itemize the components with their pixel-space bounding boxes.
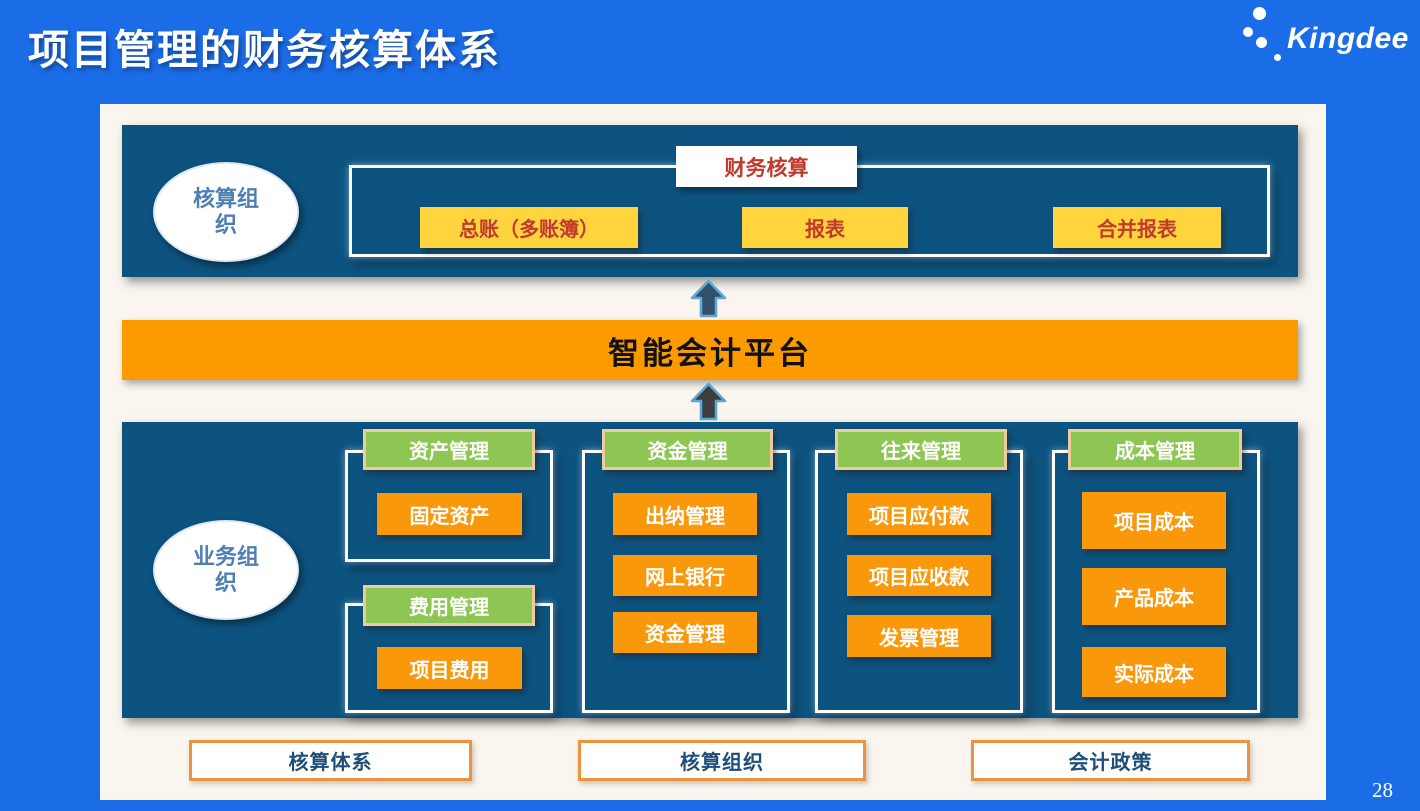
actual-cost-box: 实际成本	[1082, 647, 1226, 697]
accounting-policy-box: 会计政策	[971, 740, 1250, 781]
consolidated-report-box: 合并报表	[1053, 207, 1221, 248]
business-org-ellipse: 业务组织	[153, 520, 299, 620]
invoice-mgmt-box: 发票管理	[847, 615, 991, 657]
project-receivable-box: 项目应收款	[847, 555, 991, 596]
page-title: 项目管理的财务核算体系	[28, 27, 501, 73]
accounting-org-label: 核算组织	[192, 185, 259, 237]
logo-dot-icon	[1256, 37, 1267, 48]
logo-dot-icon	[1253, 7, 1266, 20]
accounting-org-ellipse: 核算组织	[153, 162, 299, 262]
project-cost-box: 项目成本	[1082, 492, 1226, 549]
fixed-asset-box: 固定资产	[377, 493, 522, 535]
brand-name: Kingdee	[1287, 22, 1409, 55]
cashier-mgmt-box: 出纳管理	[613, 493, 757, 535]
online-banking-box: 网上银行	[613, 555, 757, 596]
cost-mgmt-header: 成本管理	[1068, 429, 1242, 470]
product-cost-box: 产品成本	[1082, 568, 1226, 625]
accounting-system-box: 核算体系	[189, 740, 472, 781]
general-ledger-box: 总账（多账簿）	[420, 207, 638, 248]
expense-mgmt-header: 费用管理	[363, 585, 535, 626]
finance-accounting-label: 财务核算	[676, 146, 857, 187]
project-expense-box: 项目费用	[377, 647, 522, 689]
fund-mgmt-box: 资金管理	[613, 612, 757, 653]
project-payable-box: 项目应付款	[847, 493, 991, 535]
report-box: 报表	[742, 207, 908, 248]
page-number: 28	[1372, 778, 1393, 802]
accounting-org-box: 核算组织	[578, 740, 866, 781]
fund-mgmt-header: 资金管理	[602, 429, 773, 470]
platform-banner: 智能会计平台	[122, 320, 1298, 380]
business-org-label: 业务组织	[192, 543, 259, 595]
transaction-mgmt-header: 往来管理	[835, 429, 1007, 470]
logo-dot-icon	[1274, 54, 1281, 61]
logo-dot-icon	[1243, 27, 1253, 37]
up-arrow-icon	[690, 382, 727, 421]
asset-mgmt-header: 资产管理	[363, 429, 535, 470]
up-arrow-icon	[690, 279, 727, 318]
